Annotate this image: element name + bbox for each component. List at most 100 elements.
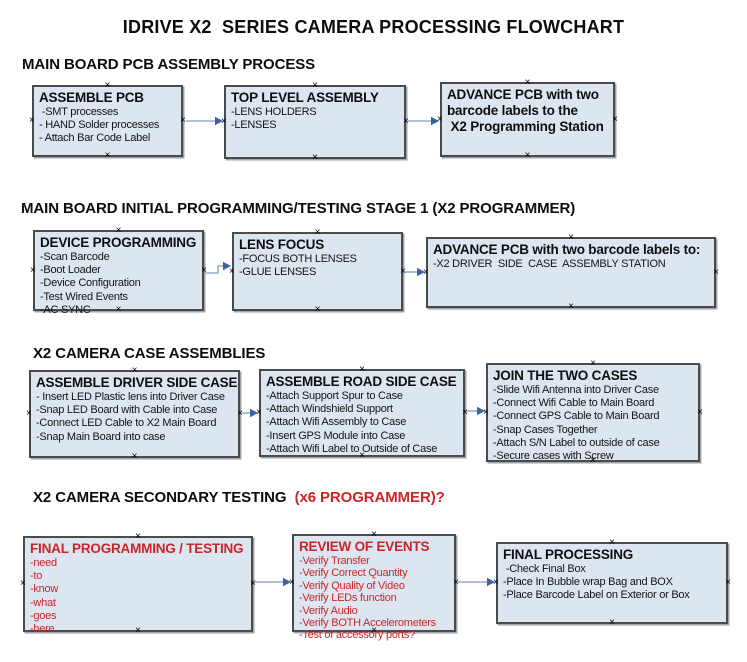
box-item: -Snap Cases Together [493, 423, 598, 436]
connector-anchor-icon: × [29, 115, 35, 126]
flow-arrow-review-to-final-processing [458, 577, 495, 587]
flow-box-join-the-two-cases: JOIN THE TWO CASES-Slide Wifi Antenna in… [483, 359, 703, 466]
box-title: DEVICE PROGRAMMING [40, 235, 197, 250]
box-item: -Verify Transfer [299, 555, 370, 567]
connector-anchor-icon: × [524, 77, 531, 88]
box-item: -Connect GPS Cable to Main Board [493, 410, 660, 423]
box-item: -Attach Support Spur to Case [266, 390, 403, 402]
box-item: -Attach Wifi Assembly to Case [266, 416, 407, 429]
connector-anchor-icon: × [609, 537, 615, 548]
section-heading-1: MAIN BOARD PCB ASSEMBLY PROCESS [22, 56, 315, 73]
flow-arrow-assemble-pcb-to-top-level [186, 116, 223, 126]
connector-anchor-icon: × [725, 577, 731, 588]
connector-anchor-icon: × [568, 301, 574, 312]
box-title: FINAL PROGRAMMING / TESTING [30, 541, 244, 556]
box-title: REVIEW OF EVENTS [299, 539, 430, 554]
box-item: -Insert GPS Module into Case [266, 429, 406, 442]
connector-anchor-icon: × [135, 531, 141, 542]
connector-anchor-icon: × [312, 80, 318, 91]
box-item: -Verify LEDs function [299, 592, 397, 605]
connector-anchor-icon: × [115, 225, 122, 236]
box-item: -AC SYNC [40, 303, 91, 316]
box-item: -Place In Bubble wrap Bag and BOX [503, 576, 673, 589]
box-item: -Place Barcode Label on Exterior or Box [503, 589, 690, 602]
connector-anchor-icon: × [400, 265, 406, 277]
box-item: -Verify Audio [299, 604, 358, 617]
section-heading-4: X2 CAMERA SECONDARY TESTING (x6 PROGRAMM… [33, 489, 445, 506]
flow-box-assemble-driver-side-case: ASSEMBLE DRIVER SIDE CASE- Insert LED Pl… [26, 366, 243, 462]
box-item: -SMT processes [39, 106, 119, 118]
box-title: barcode labels to the [447, 103, 578, 118]
flow-box-top-level-assembly: TOP LEVEL ASSEMBLY-LENS HOLDERS-LENSES××… [221, 81, 409, 163]
box-item: -X2 DRIVER SIDE CASE ASSEMBLY STATION [433, 258, 666, 270]
connector-anchor-icon: × [237, 408, 243, 419]
box-item: -know [30, 583, 59, 596]
box-item: - Insert LED Plastic lens into Driver Ca… [36, 391, 225, 403]
connector-anchor-icon: × [250, 578, 256, 589]
box-title: ASSEMBLE ROAD SIDE CASE [266, 374, 457, 389]
connector-anchor-icon: × [221, 116, 227, 127]
box-item: -Snap Main Board into case [36, 430, 166, 443]
box-item: -Secure cases with Screw [493, 450, 614, 463]
connector-anchor-icon: × [590, 358, 596, 369]
box-item: -LENSES [231, 119, 277, 132]
box-item: -need [30, 557, 57, 569]
connector-anchor-icon: × [462, 407, 468, 418]
flow-box-final-programming-testing: FINAL PROGRAMMING / TESTING-need-to-know… [20, 532, 256, 636]
flow-arrow-lens-focus-to-advance-pcb [405, 267, 425, 277]
flow-box-device-programming: DEVICE PROGRAMMING-Scan Barcode-Boot Loa… [30, 226, 207, 316]
section-heading-text: MAIN BOARD INITIAL PROGRAMMING/TESTING S… [21, 200, 576, 217]
flow-box-advance-pcb-to-case-assembly: ADVANCE PCB with two barcode labels to:-… [423, 233, 719, 312]
connector-anchor-icon: × [403, 116, 409, 127]
box-title: FINAL PROCESSING [503, 547, 634, 562]
box-item: -Verify BOTH Accelerometers [299, 617, 436, 630]
section-heading-3: X2 CAMERA CASE ASSEMBLIES [33, 345, 265, 362]
connector-anchor-icon: × [359, 450, 365, 461]
connector-anchor-icon: × [115, 304, 122, 315]
connector-anchor-icon: × [131, 365, 138, 376]
box-item: -Attach Windshield Support [266, 403, 393, 416]
flow-box-lens-focus: LENS FOCUS-FOCUS BOTH LENSES-GLUE LENSES… [229, 228, 406, 315]
box-title: X2 Programming Station [447, 119, 604, 134]
box-item: -FOCUS BOTH LENSES [239, 253, 357, 265]
box-item: - HAND Solder processes [39, 119, 160, 132]
box-item: -Verify Quality of Video [299, 579, 405, 592]
connector-anchor-icon: × [104, 80, 111, 91]
connector-anchor-icon: × [609, 617, 615, 628]
box-item: -Test Wired Events [40, 290, 128, 303]
section-heading-text: X2 CAMERA SECONDARY TESTING [33, 489, 295, 506]
box-item: - Attach Bar Code Label [39, 132, 151, 145]
box-title: ASSEMBLE DRIVER SIDE CASE [36, 375, 238, 390]
connector-anchor-icon: × [493, 577, 499, 588]
box-item: -Slide Wifi Antenna into Driver Case [493, 384, 659, 396]
page-title: IDRIVE X2 SERIES CAMERA PROCESSING FLOWC… [122, 17, 625, 37]
connector-anchor-icon: × [568, 232, 574, 243]
box-item: -LENS HOLDERS [231, 106, 317, 118]
connector-anchor-icon: × [312, 152, 318, 163]
connector-anchor-icon: × [483, 406, 489, 418]
connector-anchor-icon: × [713, 266, 719, 278]
box-item: -Verify Correct Quantity [299, 567, 408, 580]
box-item: -Check Final Box [503, 563, 586, 575]
flow-arrow-final-programming-to-review [255, 577, 291, 587]
connector-anchor-icon: × [697, 406, 703, 418]
flow-arrow-top-level-to-advance-pcb [408, 116, 439, 126]
connector-anchor-icon: × [423, 266, 429, 278]
box-item: -Snap LED Board with Cable into Case [36, 404, 218, 417]
connector-anchor-icon: × [289, 577, 295, 588]
connector-anchor-icon: × [30, 264, 36, 276]
connector-anchor-icon: × [20, 578, 26, 589]
connector-anchor-icon: × [359, 364, 365, 375]
flow-box-assemble-road-side-case: ASSEMBLE ROAD SIDE CASE-Attach Support S… [256, 365, 468, 461]
box-item: -Connect LED Cable to X2 Main Board [36, 417, 217, 430]
box-item: -to [30, 570, 43, 583]
box-item: -Attach Wifi Label to Outside of Case [266, 442, 438, 455]
box-title: LENS FOCUS [239, 237, 325, 252]
flow-arrow-device-programming-to-lens-focus [205, 261, 231, 274]
connector-anchor-icon: × [524, 150, 531, 161]
box-title: JOIN THE TWO CASES [493, 368, 638, 383]
connector-anchor-icon: × [371, 625, 377, 636]
flow-box-assemble-pcb: ASSEMBLE PCB -SMT processes- HAND Solder… [29, 81, 186, 161]
box-title: ASSEMBLE PCB [39, 90, 144, 105]
